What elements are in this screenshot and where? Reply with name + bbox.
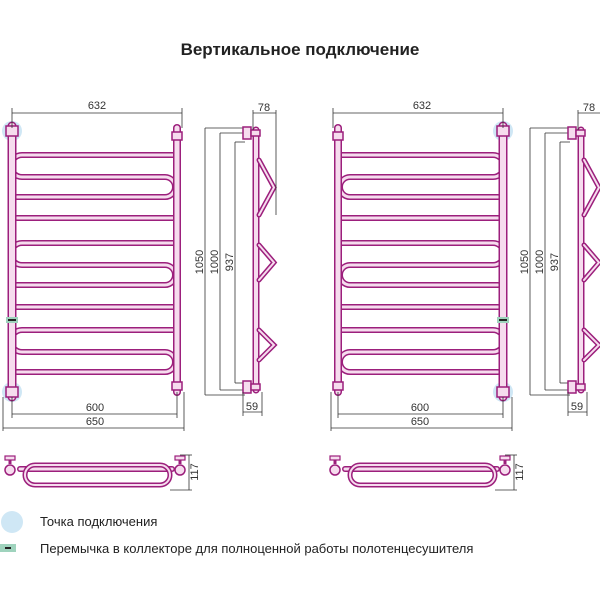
side-rail [581,242,600,283]
side-rail [256,242,278,283]
page-title: Вертикальное подключение [180,40,420,59]
jumper-marker-dash [8,319,16,321]
side-rail-inner [258,329,276,361]
bottom-fitting [4,464,16,476]
dim-offset: 59 [246,401,258,413]
side-rail [256,327,278,363]
side-bracket [242,126,252,140]
serpentine-rail-inner [9,153,177,199]
dim-depth: 78 [258,102,270,114]
dim-height-axis: 1000 [209,250,221,274]
side-bracket [567,126,577,140]
side-rail-inner [583,244,600,281]
serpentine-rail-inner [338,153,506,199]
serpentine-rail-inner [9,241,177,287]
side-rail-inner [258,159,276,216]
bottom-fitting [329,464,341,476]
side-bracket [250,383,261,391]
bottom-fitting [499,464,511,476]
fitting [171,381,183,391]
serpentine-rail-inner [338,241,506,287]
fitting [5,386,19,398]
dim-offset: 59 [571,401,583,413]
fitting [332,131,344,141]
side-rail-inner [258,244,276,281]
dim-width-inner: 600 [86,402,104,414]
side-bracket [575,129,586,137]
bottom-bracket [174,455,186,461]
drawing-1 [2,108,278,491]
connection-point-legend-icon [1,511,23,533]
dim-depth: 78 [583,102,595,114]
dim-width-top: 632 [413,100,431,112]
side-rail [581,327,600,363]
serpentine-rail-inner [9,328,177,374]
jumper-marker-dash [499,319,507,321]
serpentine-rail-inner [338,328,506,374]
side-rail-inner [583,159,600,216]
side-rail-inner [583,329,600,361]
dim-height-axis: 1000 [534,250,546,274]
bottom-fitting [174,464,186,476]
fitting [171,131,183,141]
dim-height-inner: 937 [224,253,236,271]
dim-depth-bottom: 117 [189,463,201,481]
bottom-loop-inner [24,464,171,486]
dim-height-inner: 937 [549,253,561,271]
jumper-legend-dash [5,547,11,549]
fitting [496,386,510,398]
side-bracket [250,129,261,137]
bottom-loop-inner [349,464,496,486]
dim-height-total: 1050 [194,250,206,274]
dim-height-total: 1050 [519,250,531,274]
legend-jumper: Перемычка в коллекторе для полноценной р… [40,541,474,556]
dim-depth-bottom: 117 [514,463,526,481]
legend-connection-point: Точка подключения [40,514,158,529]
bottom-bracket [499,455,511,461]
bottom-bracket [4,455,16,461]
drawing-2 [329,108,600,491]
dim-width-outer: 650 [411,416,429,428]
side-bracket [575,383,586,391]
dim-width-top: 632 [88,100,106,112]
side-rail [256,157,277,218]
bottom-bracket [329,455,341,461]
fitting [332,381,344,391]
side-bracket [242,380,252,394]
side-bracket [567,380,577,394]
side-rail [581,157,600,218]
dim-width-outer: 650 [86,416,104,428]
dim-width-inner: 600 [411,402,429,414]
